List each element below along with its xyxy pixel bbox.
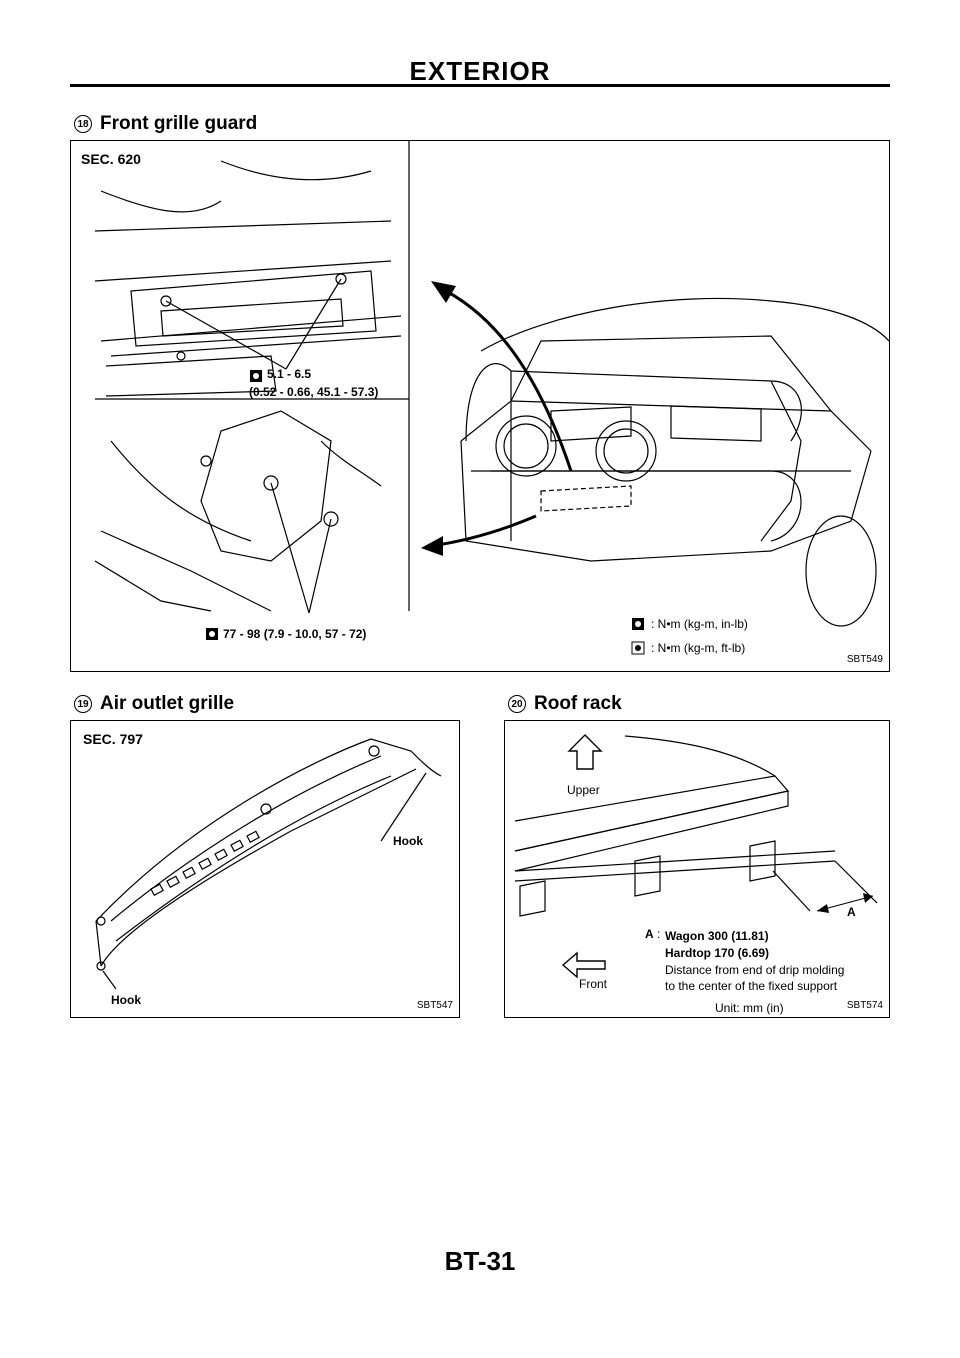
figure-code: SBT547 bbox=[416, 1000, 453, 1011]
torque-legend-icon-in-lb bbox=[632, 618, 644, 630]
page-number: BT-31 bbox=[444, 1246, 516, 1276]
section-number-badge: 18 bbox=[74, 115, 92, 133]
section-code-label: SEC. 620 bbox=[81, 151, 141, 167]
section-title: Air outlet grille bbox=[100, 693, 235, 714]
direction-upper-label: Upper bbox=[567, 783, 600, 797]
direction-front-label: Front bbox=[579, 977, 608, 991]
section-20-heading: 20 Roof rack bbox=[508, 693, 622, 715]
section-number-badge: 20 bbox=[508, 695, 526, 713]
section-title: Roof rack bbox=[534, 693, 622, 714]
hook-label-lower: Hook bbox=[111, 993, 141, 1007]
roof-rack-illustration bbox=[514, 734, 878, 979]
note-colon: : bbox=[657, 927, 661, 941]
header-rule bbox=[70, 84, 890, 87]
torque-spec-1-line1: 5.1 - 6.5 bbox=[267, 367, 312, 381]
figure-code: SBT574 bbox=[846, 1000, 883, 1011]
torque-legend-icon-ft-lb bbox=[631, 641, 645, 655]
page-header-title: EXTERIOR bbox=[409, 56, 551, 86]
torque-wrench-icon bbox=[206, 628, 218, 640]
note-description-line1: Distance from end of drip molding bbox=[665, 963, 845, 977]
grille-guard-illustration bbox=[94, 141, 889, 627]
figure-front-grille-guard: SEC. 620 5.1 - 6.5 (0.52 - 0.66, 45.1 - … bbox=[70, 140, 890, 672]
note-description-line2: to the center of the fixed support bbox=[665, 979, 838, 993]
note-hardtop-distance: Hardtop 170 (6.69) bbox=[665, 946, 770, 960]
section-19-heading: 19 Air outlet grille bbox=[74, 693, 234, 715]
section-title: Front grille guard bbox=[100, 113, 258, 134]
section-18-heading: 18 Front grille guard bbox=[74, 113, 257, 135]
torque-wrench-icon bbox=[250, 370, 262, 382]
dimension-marker-a: A bbox=[847, 905, 856, 919]
air-outlet-grille-illustration bbox=[95, 738, 442, 990]
figure-code: SBT549 bbox=[846, 654, 883, 665]
torque-spec-1-line2: (0.52 - 0.66, 45.1 - 57.3) bbox=[249, 385, 379, 399]
figure-roof-rack: Upper Front A A : Wagon 300 (11.81) Hard… bbox=[504, 720, 890, 1018]
torque-legend-ft-lb: : N•m (kg-m, ft-lb) bbox=[651, 641, 746, 655]
note-wagon-distance: Wagon 300 (11.81) bbox=[665, 929, 769, 943]
section-number-badge: 19 bbox=[74, 695, 92, 713]
torque-spec-2: 77 - 98 (7.9 - 10.0, 57 - 72) bbox=[223, 627, 367, 641]
note-marker-a: A bbox=[645, 927, 654, 941]
hook-label-upper: Hook bbox=[393, 834, 423, 848]
unit-label: Unit: mm (in) bbox=[715, 1001, 784, 1015]
section-code-label: SEC. 797 bbox=[83, 731, 143, 747]
torque-legend-in-lb: : N•m (kg-m, in-lb) bbox=[651, 617, 748, 631]
figure-air-outlet-grille: SEC. 797 Hook Hook SBT547 bbox=[70, 720, 460, 1018]
